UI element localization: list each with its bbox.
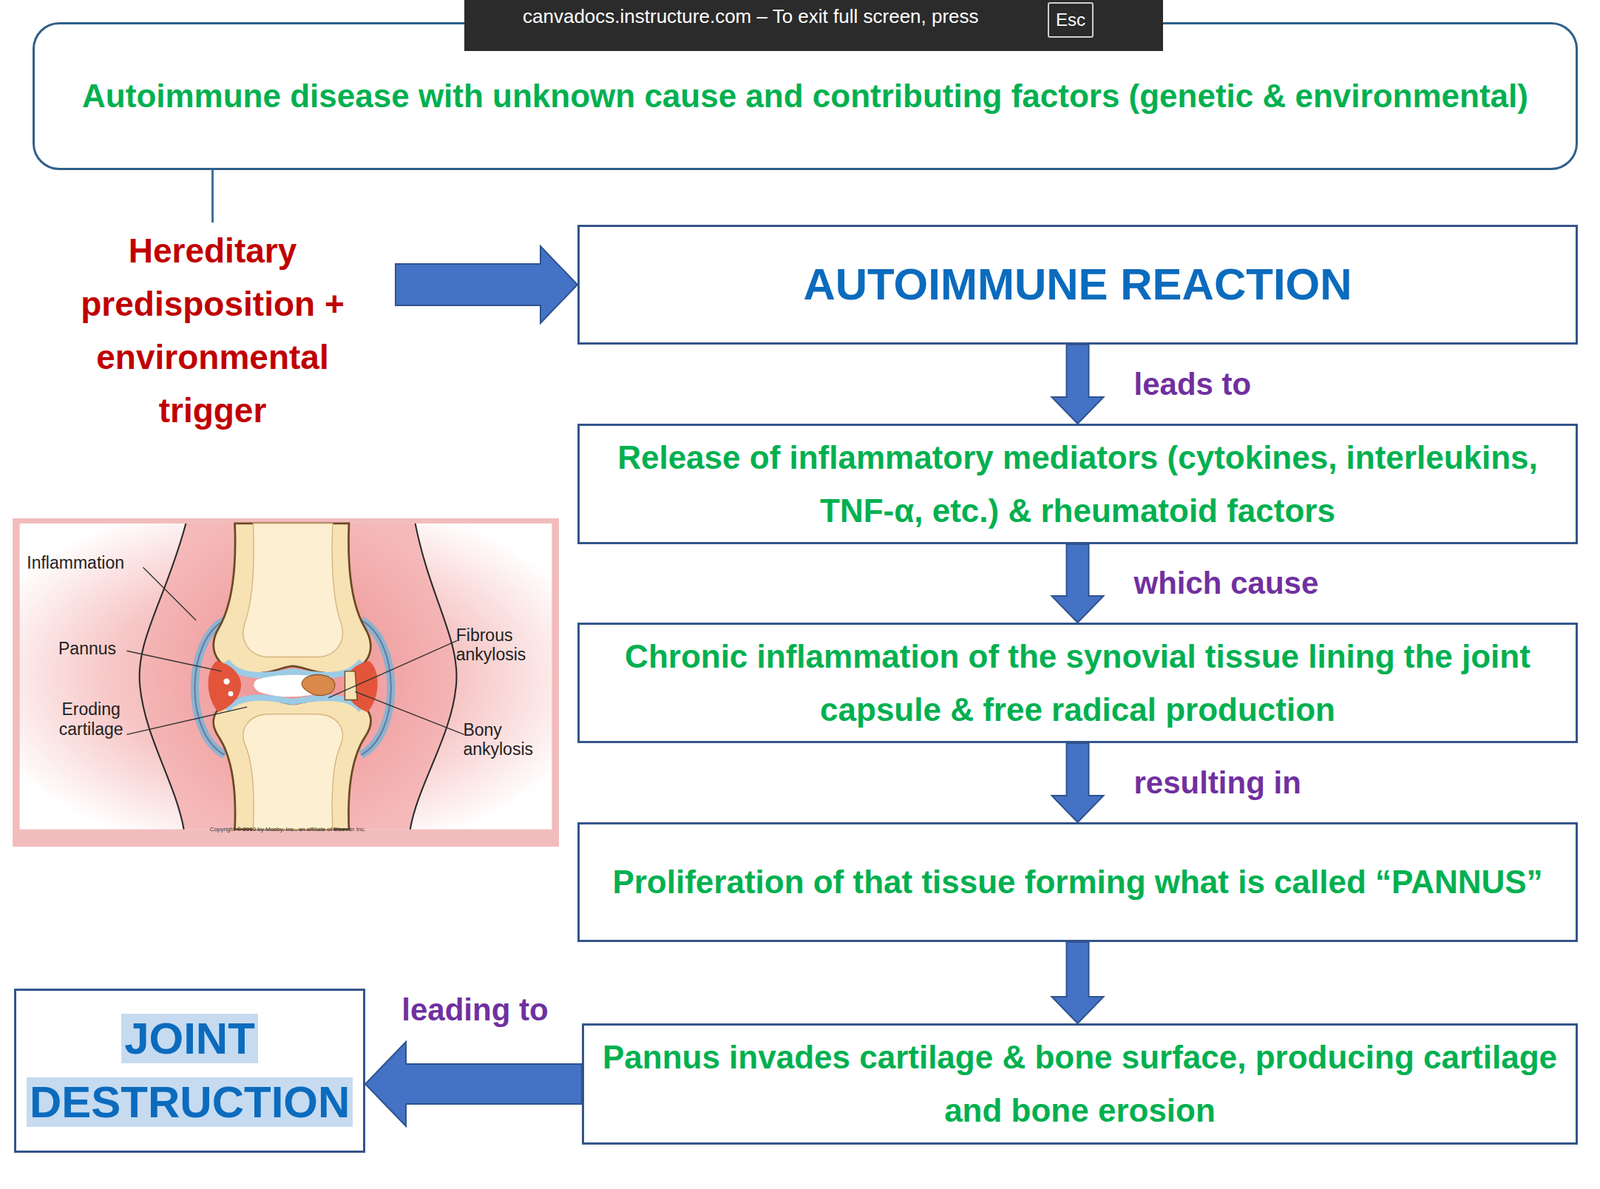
- copyright-note: Copyright © 2010 by Mosby, Inc., an affi…: [134, 825, 441, 833]
- connector-line: [211, 170, 214, 223]
- process-box: Proliferation of that tissue forming wha…: [577, 822, 1578, 942]
- text-wrap: Autoimmune disease with unknown cause an…: [34, 70, 1576, 122]
- node-text: Chronic inflammation of the synovial tis…: [624, 638, 1531, 728]
- soft-tissue: [139, 523, 457, 830]
- leader-line: [328, 640, 457, 698]
- key-label: Esc: [1047, 2, 1094, 38]
- outcome-box: JOINT DESTRUCTION: [14, 988, 366, 1153]
- part-label: Bony ankylosis: [462, 720, 557, 760]
- node-text: Pannus invades cartilage & bone surface,…: [602, 1038, 1558, 1129]
- text-wrap: JOINT DESTRUCTION: [16, 1007, 364, 1135]
- text-wrap: Pannus invades cartilage & bone surface,…: [584, 1030, 1576, 1138]
- process-box: Pannus invades cartilage & bone surface,…: [581, 1023, 1578, 1145]
- process-box: Chronic inflammation of the synovial tis…: [577, 622, 1578, 744]
- leader-line: [126, 650, 222, 672]
- leader-line: [142, 567, 196, 621]
- block-arrow: [365, 1041, 582, 1127]
- process-box: AUTOIMMUNE REACTION: [577, 224, 1578, 345]
- text-wrap: Hereditary predisposition + environmenta…: [29, 224, 396, 437]
- cartilage: [226, 697, 362, 711]
- edge-label: leading to: [401, 992, 548, 1028]
- node-text: Release of inflammatory mediators (cytok…: [617, 439, 1538, 529]
- skin-outline: [139, 523, 187, 830]
- erosion-spot: [223, 678, 230, 684]
- trigger-text: Hereditary predisposition + environmenta…: [29, 222, 396, 439]
- bone-marrow: [243, 523, 343, 658]
- pannus-shape: [344, 660, 378, 713]
- browser-notice: canvadocs.instructure.com – To exit full…: [522, 5, 1041, 29]
- text-wrap: Proliferation of that tissue forming wha…: [579, 855, 1576, 909]
- block-arrow: [1052, 941, 1104, 1024]
- node-text: AUTOIMMUNE REACTION: [802, 259, 1352, 310]
- erosion-spot: [228, 691, 234, 697]
- node-text: Autoimmune disease with unknown cause an…: [82, 77, 1529, 114]
- block-arrow: [395, 246, 578, 324]
- cartilage: [226, 660, 362, 676]
- fibrous-tissue: [301, 675, 335, 696]
- text-wrap: AUTOIMMUNE REACTION: [579, 258, 1576, 312]
- leader-line: [126, 706, 247, 735]
- lower-bone: [213, 697, 372, 830]
- node-text: Hereditary predisposition + environmenta…: [80, 231, 345, 430]
- pannus-shape: [208, 660, 242, 713]
- block-arrow: [1052, 344, 1104, 424]
- edge-label: which cause: [1134, 565, 1320, 602]
- part-label: Pannus: [58, 638, 140, 659]
- picture-background: [19, 523, 553, 830]
- skin-outline: [410, 523, 457, 830]
- part-label: Fibrous ankylosis: [456, 625, 548, 665]
- upper-bone: [213, 523, 372, 674]
- joint-illustration: InflammationPannusEroding cartilage Fibro…: [12, 518, 559, 847]
- edge-label: leads to: [1134, 366, 1252, 403]
- text-wrap: Chronic inflammation of the synovial tis…: [579, 629, 1576, 737]
- part-label: Inflammation: [26, 553, 149, 573]
- edge-label: resulting in: [1134, 765, 1302, 801]
- text-wrap: Release of inflammatory mediators (cytok…: [579, 431, 1576, 538]
- node-text: JOINT DESTRUCTION: [26, 1013, 353, 1127]
- process-box: Release of inflammatory mediators (cytok…: [577, 423, 1578, 545]
- part-label: Eroding cartilage: [42, 699, 140, 739]
- leader-line: [354, 691, 465, 735]
- block-arrow: [1052, 743, 1104, 823]
- picture-frame: [12, 518, 559, 847]
- node-text: Proliferation of that tissue forming wha…: [612, 863, 1543, 900]
- bone-marrow: [243, 714, 343, 830]
- block-arrow: [1052, 544, 1104, 623]
